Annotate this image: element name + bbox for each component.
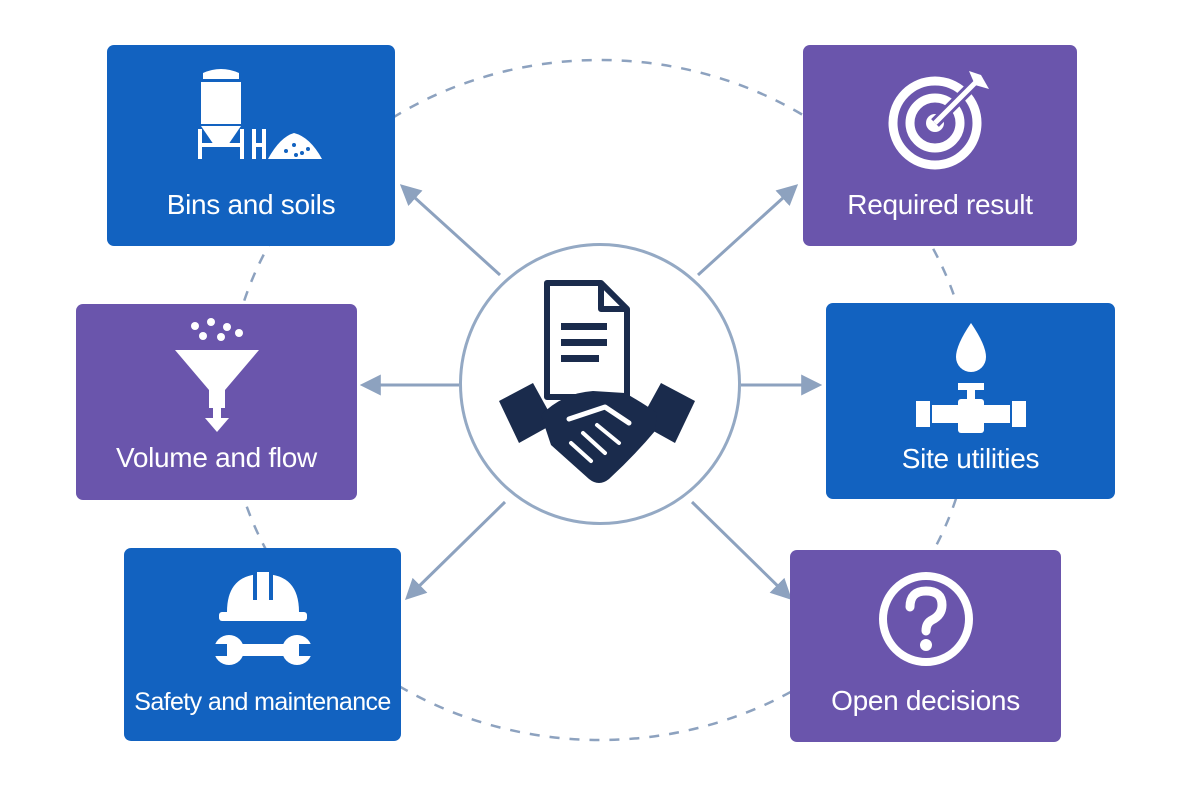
- card-label: Safety and maintenance: [134, 688, 391, 716]
- arrow-to-result: [696, 184, 799, 277]
- arrow-to-safety: [404, 500, 507, 600]
- card-label: Open decisions: [831, 685, 1020, 716]
- card-safety-and-maintenance[interactable]: Safety and maintenance: [124, 548, 401, 741]
- card-site-utilities[interactable]: Site utilities: [826, 303, 1115, 499]
- card-open-decisions[interactable]: Open decisions: [790, 550, 1061, 742]
- center-hub: [459, 243, 741, 525]
- hardhat-wrench-icon: [208, 570, 317, 665]
- target-icon: [888, 71, 989, 170]
- card-label: Required result: [847, 189, 1033, 220]
- card-label: Volume and flow: [116, 442, 317, 473]
- contract-handshake-icon: [499, 280, 695, 483]
- water-valve-icon: [915, 323, 1026, 433]
- arrow-to-decisions: [690, 500, 793, 600]
- question-icon: [878, 572, 973, 666]
- card-required-result[interactable]: Required result: [803, 45, 1077, 246]
- card-label: Bins and soils: [166, 189, 336, 220]
- funnel-icon: [174, 318, 259, 432]
- card-label: Site utilities: [901, 443, 1040, 474]
- silo-and-soil-pile-icon: [198, 69, 322, 159]
- card-volume-and-flow[interactable]: Volume and flow: [76, 304, 357, 500]
- card-bins-and-soils[interactable]: Bins and soils: [107, 45, 395, 246]
- arrow-to-bins: [399, 184, 502, 277]
